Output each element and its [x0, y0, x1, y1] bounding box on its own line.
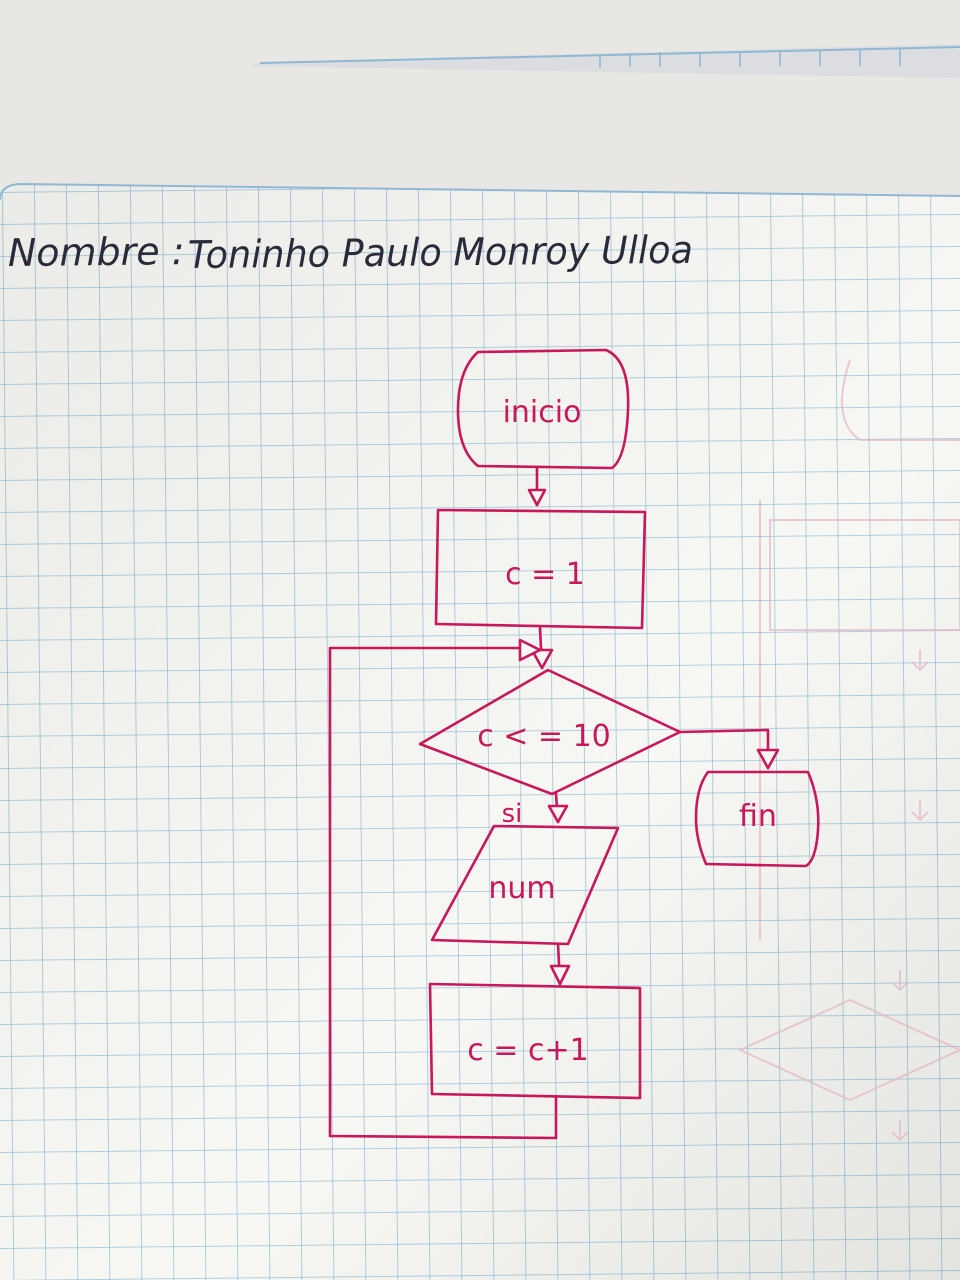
init-process-box [434, 508, 647, 630]
arrow-output-to-increment [549, 942, 571, 986]
arrow-init-to-decision [530, 626, 554, 670]
increment-label: c = c+1 [467, 1033, 588, 1068]
arrow-start-to-init [527, 466, 547, 507]
bleed-through-marks [737, 359, 960, 1142]
arrow-decision-to-end [678, 728, 780, 770]
name-label: Nombre : [8, 229, 185, 275]
output-label: num [488, 871, 555, 906]
yes-label: si [502, 799, 523, 829]
increment-process-box [428, 982, 642, 1100]
loop-back-arrow [328, 638, 558, 1140]
end-label: fin [739, 799, 777, 834]
init-label: c = 1 [505, 557, 585, 592]
grid-paper [0, 182, 960, 1280]
end-terminal [694, 770, 820, 868]
output-parallelogram [430, 824, 620, 946]
condition-label: c < = 10 [477, 719, 611, 754]
flowchart [328, 348, 820, 1140]
name-value: Toninho Paulo Monroy Ulloa [188, 228, 693, 277]
arrow-decision-to-output [547, 792, 569, 824]
decision-diamond [418, 668, 682, 796]
start-label: inicio [503, 395, 582, 430]
page-underneath [0, 0, 960, 200]
start-terminal [456, 348, 630, 470]
